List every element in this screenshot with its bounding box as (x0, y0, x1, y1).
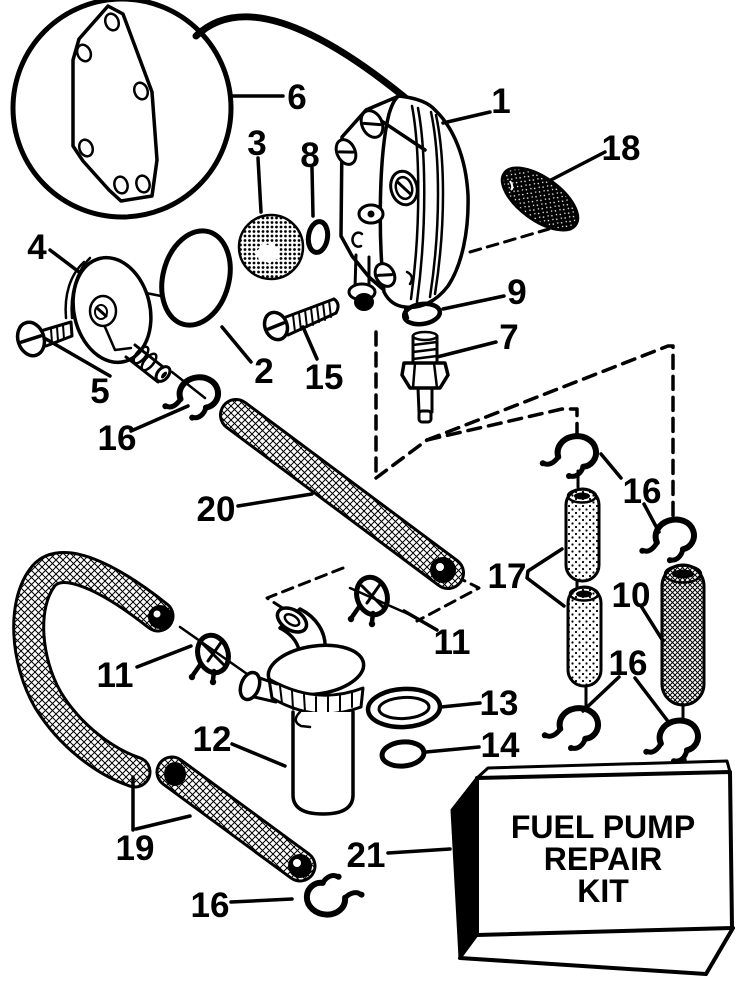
callout-9: 9 (507, 273, 526, 312)
leader-16d (229, 897, 294, 904)
callout-10: 10 (612, 576, 651, 615)
callout-18: 18 (602, 129, 641, 168)
o-ring-13 (365, 686, 482, 730)
callout-11a: 11 (434, 623, 471, 662)
projection-dashes (265, 330, 675, 623)
callout-20: 20 (197, 490, 236, 529)
callout-4: 4 (27, 228, 47, 267)
leader-10 (639, 604, 665, 643)
callout-6: 6 (287, 78, 306, 117)
pump-boss (357, 203, 385, 225)
fuel-pump-body (334, 94, 492, 311)
leader-13 (439, 701, 482, 709)
screw-15 (262, 297, 340, 361)
callout-2: 2 (254, 352, 273, 391)
spring-clamp-16b1 (538, 435, 599, 482)
pump-cover-4 (48, 248, 207, 400)
leader-16b-2 (642, 502, 661, 534)
leader-16a (129, 404, 190, 433)
leader-19 (131, 775, 192, 832)
leader-11b (135, 644, 193, 669)
pump-c-mark (351, 231, 364, 248)
leader-21 (386, 847, 452, 855)
gasket-detail-circle (10, 0, 448, 220)
pump-screw-center (389, 169, 419, 207)
inlet-fitting-7 (400, 330, 498, 424)
leader-16b-1 (599, 452, 623, 480)
fuel-filter-10 (639, 563, 706, 707)
pump-screw-top (359, 109, 385, 139)
leader-11a (402, 609, 439, 632)
fuel-filter-assembly-12 (230, 606, 366, 816)
leader-2 (220, 325, 253, 364)
repair-kit-box: FUEL PUMP REPAIR KIT (386, 759, 735, 976)
callout-12: 12 (193, 720, 232, 759)
spring-clamp-16d (229, 870, 367, 919)
kit-box-text-line1: FUEL PUMP (511, 809, 695, 845)
callout-21: 21 (347, 836, 386, 875)
callout-17: 17 (488, 557, 527, 596)
callout-14: 14 (481, 726, 520, 765)
callout-11b: 11 (97, 656, 134, 695)
wire-clamp-11a (348, 573, 439, 632)
spring-clamp-16b2 (599, 452, 699, 569)
o-ring-14 (379, 739, 481, 769)
callout-13: 13 (480, 684, 519, 723)
fuel-hose-20 (219, 398, 465, 590)
screw-5 (15, 320, 112, 378)
pump-screw-left (334, 138, 358, 166)
callout-16b: 16 (623, 472, 662, 511)
callout-7: 7 (499, 318, 518, 357)
spring-clamp-16c2 (581, 675, 703, 770)
leader-5 (44, 337, 112, 378)
leader-16c-1 (581, 675, 621, 713)
leader-12 (230, 742, 287, 768)
leader-16c-2 (633, 676, 672, 726)
leader-18 (547, 150, 607, 183)
filter-tube-17a (564, 487, 601, 583)
o-ring-8 (305, 166, 331, 255)
leader-4 (48, 248, 81, 274)
leader-15 (301, 325, 319, 361)
mounting-gasket (71, 4, 159, 203)
leader-9 (441, 294, 506, 311)
kit-box-text-line2: REPAIR (544, 841, 663, 877)
detail-leader-arc (192, 13, 448, 135)
callout-5: 5 (90, 372, 109, 411)
wire-clamp-11b (135, 625, 252, 685)
callout-1: 1 (491, 82, 510, 121)
leader-20 (236, 492, 314, 508)
leader-3 (256, 156, 263, 214)
diaphragm-disc (237, 156, 305, 281)
pump-outlet-pipe (347, 253, 377, 311)
spring-clamp-16c1 (540, 707, 601, 754)
fuel-hose-19b (131, 755, 317, 883)
nipple-to-clamp-line (170, 370, 207, 400)
callout-8: 8 (300, 136, 319, 175)
leader-17 (525, 547, 566, 608)
leader-7 (435, 340, 498, 359)
fuel-hose-19a (12, 551, 175, 789)
o-ring-2 (159, 228, 253, 364)
callout-16a: 16 (98, 419, 137, 458)
o-ring-9 (401, 294, 506, 327)
spring-clamp-16a (129, 375, 221, 433)
callout-labels: 6 1 3 8 18 4 9 7 2 15 5 16 20 16 17 10 1… (27, 78, 661, 925)
connector-stubs (575, 469, 688, 766)
cover-nipple (124, 343, 172, 384)
grommet-18 (468, 150, 607, 254)
callout-16d: 16 (191, 886, 230, 925)
callout-19: 19 (116, 829, 155, 868)
dash-to-grommet (468, 227, 551, 254)
leader-1 (441, 110, 492, 125)
pump-screw-bottom (373, 262, 397, 288)
filter-tube-17b (566, 585, 603, 688)
leader-14 (424, 745, 481, 754)
callout-15: 15 (305, 358, 344, 397)
callout-16c: 16 (609, 644, 648, 683)
leader-8 (310, 166, 315, 218)
callout-3: 3 (247, 124, 266, 163)
kit-box-text-line3: KIT (577, 873, 629, 909)
